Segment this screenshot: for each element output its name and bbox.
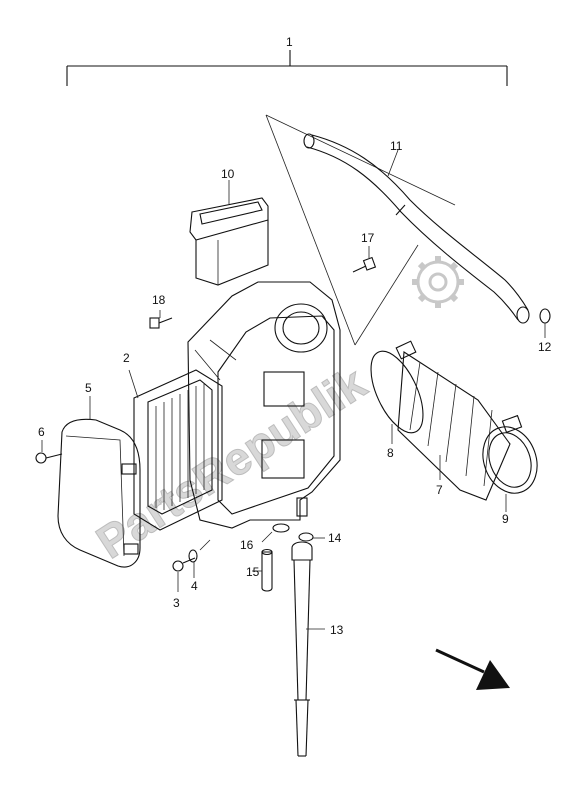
callout-17: 17 bbox=[361, 231, 375, 245]
watermark: PartsRepublik bbox=[87, 256, 464, 569]
callout-12: 12 bbox=[538, 340, 552, 354]
callout-7: 7 bbox=[436, 483, 443, 497]
bolt-17 bbox=[352, 246, 377, 273]
callout-4: 4 bbox=[191, 579, 198, 593]
front-arrow-icon bbox=[435, 648, 510, 690]
callout-14: 14 bbox=[328, 531, 342, 545]
screw-6 bbox=[35, 440, 63, 464]
callout-labels: 1 2 3 4 5 6 7 8 9 10 11 12 13 14 15 16 1… bbox=[38, 35, 552, 637]
bolt-18 bbox=[149, 310, 173, 329]
air-cleaner-case bbox=[187, 281, 341, 529]
filter-element bbox=[128, 369, 223, 531]
callout-15: 15 bbox=[246, 565, 260, 579]
callout-10: 10 bbox=[221, 167, 235, 181]
drain-parts bbox=[252, 523, 325, 592]
callout-2: 2 bbox=[123, 351, 130, 365]
callout-13: 13 bbox=[330, 623, 344, 637]
callout-16: 16 bbox=[240, 538, 254, 552]
callout-8: 8 bbox=[387, 446, 394, 460]
callout-6: 6 bbox=[38, 425, 45, 439]
drain-tube bbox=[291, 541, 325, 757]
callout-9: 9 bbox=[502, 512, 509, 526]
intake-boot bbox=[370, 340, 538, 512]
hose-location-triangle bbox=[265, 114, 456, 346]
washer-4 bbox=[188, 539, 211, 578]
callout-11: 11 bbox=[390, 139, 403, 153]
screw-3 bbox=[172, 557, 196, 592]
gear-watermark-icon bbox=[412, 256, 464, 308]
callout-3: 3 bbox=[173, 596, 180, 610]
hose-clamp-small bbox=[539, 308, 551, 338]
breather-hose bbox=[303, 133, 530, 324]
intake-duct bbox=[189, 180, 269, 286]
assembly-bracket bbox=[66, 50, 508, 86]
air-cleaner-cover bbox=[57, 396, 141, 568]
callout-5: 5 bbox=[85, 381, 92, 395]
callout-1: 1 bbox=[286, 35, 293, 49]
callout-18: 18 bbox=[152, 293, 166, 307]
